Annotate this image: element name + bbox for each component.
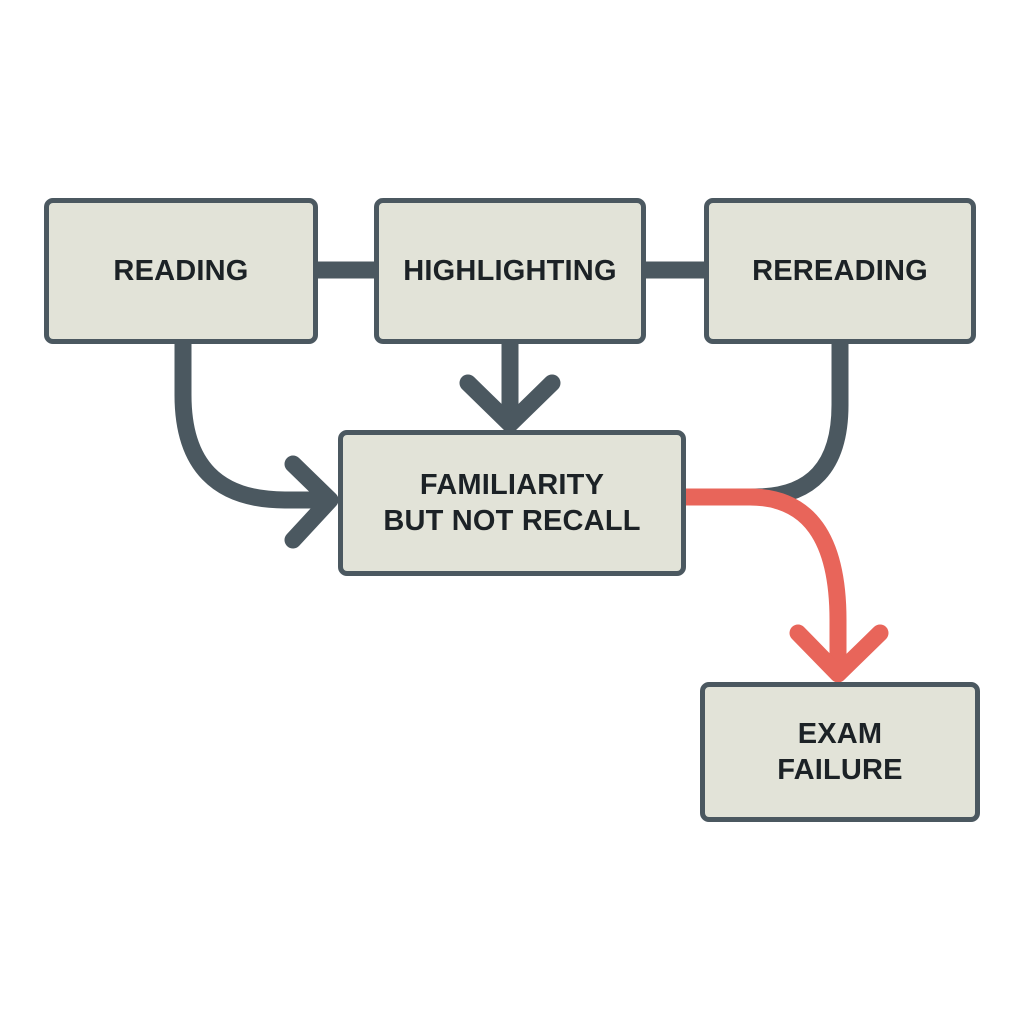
node-familiarity-line-2: BUT NOT RECALL <box>383 505 641 537</box>
node-familiarity-line-1: FAMILIARITY <box>419 469 605 501</box>
node-rereading: REREADING <box>704 198 976 344</box>
arrowhead-highlighting-familiarity <box>459 374 561 433</box>
node-exam-failure-line-2: FAILURE <box>777 754 903 786</box>
connector-rereading-familiarity <box>675 333 849 506</box>
node-exam-failure-line-1: EXAM <box>797 718 883 750</box>
arrowhead-reading-familiarity <box>284 455 339 549</box>
node-exam-failure-text: EXAM FAILURE <box>777 716 902 788</box>
node-highlighting: HIGHLIGHTING <box>374 198 646 344</box>
arrowhead-failure <box>789 624 889 683</box>
node-exam-failure: EXAM FAILURE <box>700 682 980 822</box>
connector-reading-familiarity <box>174 333 331 509</box>
node-reading: READING <box>44 198 318 344</box>
node-reading-label: READING <box>113 255 249 287</box>
node-highlighting-label: HIGHLIGHTING <box>403 255 617 287</box>
node-familiarity-text: FAMILIARITY BUT NOT RECALL <box>383 467 640 539</box>
node-familiarity: FAMILIARITY BUT NOT RECALL <box>338 430 686 576</box>
failure-path <box>675 488 847 669</box>
node-rereading-label: REREADING <box>752 255 928 287</box>
